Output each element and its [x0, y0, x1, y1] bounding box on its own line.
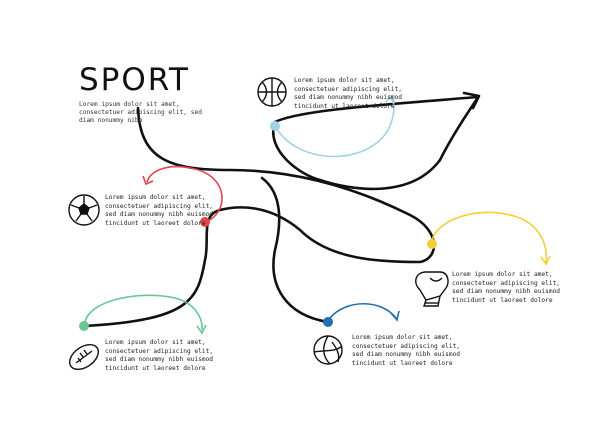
boxing-glove-icon [415, 271, 449, 307]
page-subtitle: Lorem ipsum dolor sit amet, consectetuer… [79, 101, 202, 124]
green-arrowhead [196, 324, 207, 335]
dot-basketball [270, 121, 280, 131]
main-path [83, 106, 436, 328]
dot-soccer [200, 217, 210, 227]
blue-light-loop [274, 97, 395, 158]
note-basketball: Lorem ipsum dolor sit amet, consectetuer… [294, 77, 403, 110]
rugby-ball-icon [68, 343, 100, 371]
blue-arrowhead [390, 310, 400, 322]
secondary-path [271, 95, 480, 191]
note-boxing: Lorem ipsum dolor sit amet, consectetuer… [452, 271, 561, 304]
note-soccer: Lorem ipsum dolor sit amet, consectetuer… [105, 194, 214, 227]
yellow-arrowhead [540, 255, 551, 266]
red-arrowhead [142, 175, 154, 186]
lower-path [260, 176, 330, 324]
blue-loop [329, 302, 397, 319]
basketball-icon [257, 77, 287, 107]
dot-rugby [79, 321, 89, 331]
arrow-head [462, 91, 481, 110]
dot-boxing [427, 239, 437, 249]
soccer-ball-icon [68, 194, 100, 226]
note-rugby: Lorem ipsum dolor sit amet, consectetuer… [105, 339, 214, 372]
green-loop [84, 294, 203, 331]
dot-volleyball [323, 317, 333, 327]
yellow-loop [431, 211, 548, 263]
note-volleyball: Lorem ipsum dolor sit amet, consectetuer… [352, 334, 461, 367]
volleyball-icon [313, 335, 343, 365]
blue-light-arrowhead [385, 94, 396, 104]
page-title: SPORT [79, 62, 190, 98]
red-loop [146, 165, 223, 223]
